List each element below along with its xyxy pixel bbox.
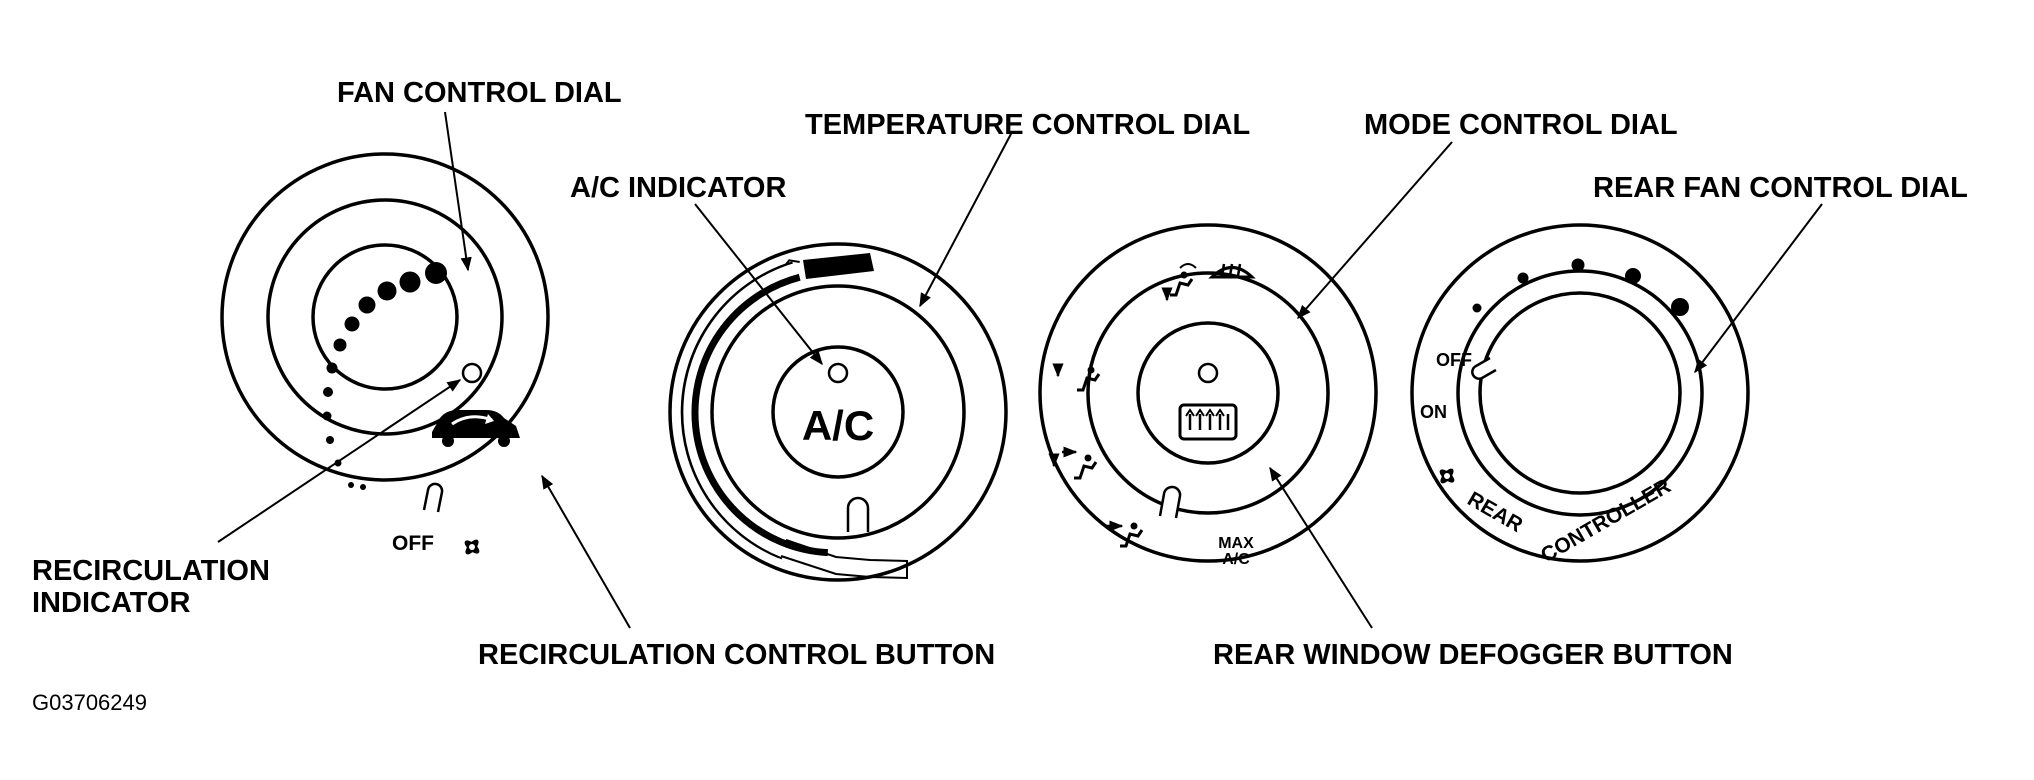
- rear-on-label: ON: [1420, 402, 1447, 422]
- rear-fan-control-dial-label: REAR FAN CONTROL DIAL: [1593, 172, 1968, 204]
- car-recirculation-icon[interactable]: [432, 410, 520, 447]
- temperature-scale: [680, 253, 908, 580]
- max-ac-label-line2: A/C: [1222, 551, 1250, 568]
- rear-fan-speed-dots: [1472, 258, 1689, 316]
- rear-defogger-icon[interactable]: [1178, 403, 1238, 441]
- vent-mode-icon: [1106, 520, 1144, 548]
- max-ac-label-line1: MAX: [1218, 535, 1254, 552]
- rear-fan-knob-marker: [1471, 356, 1497, 380]
- floor-mode-icon: [1052, 363, 1101, 392]
- fan-control-dial[interactable]: OFF: [220, 152, 550, 556]
- fan-control-knob-marker: [422, 482, 444, 513]
- rear-off-label: OFF: [1436, 350, 1472, 370]
- mode-knob-marker: [1158, 485, 1182, 519]
- defrost-icon: [1208, 263, 1256, 279]
- rear-fan-control-dial[interactable]: OFF ON REAR CONTROLLER: [1410, 223, 1750, 567]
- floor-defrost-mode-icon: [1161, 263, 1197, 302]
- ac-indicator-light: [827, 362, 849, 384]
- rear-label: REAR: [1464, 487, 1527, 537]
- temperature-control-dial-label: TEMPERATURE CONTROL DIAL: [805, 109, 1250, 141]
- fan-icon: [464, 539, 480, 555]
- recirculation-indicator-light: [461, 362, 483, 384]
- bi-level-mode-icon: [1048, 446, 1098, 480]
- rear-window-defogger-button-label: REAR WINDOW DEFOGGER BUTTON: [1213, 639, 1733, 671]
- figure-id: G03706249: [32, 690, 147, 715]
- ac-indicator-label: A/C INDICATOR: [570, 172, 786, 204]
- leader-lines: [217, 111, 1823, 629]
- ac-button-label[interactable]: A/C: [802, 402, 874, 449]
- rear-fan-icon: [1439, 468, 1455, 484]
- mode-control-dial-label: MODE CONTROL DIAL: [1364, 109, 1678, 141]
- temperature-knob-marker: [846, 496, 870, 532]
- rear-defogger-indicator-light: [1197, 362, 1219, 384]
- fan-speed-dots: [322, 262, 447, 490]
- temperature-control-dial[interactable]: A/C: [668, 242, 1008, 582]
- fan-control-dial-label: FAN CONTROL DIAL: [337, 77, 622, 109]
- recirculation-indicator-label-line1: RECIRCULATION: [32, 555, 270, 587]
- recirculation-control-button-label: RECIRCULATION CONTROL BUTTON: [478, 639, 995, 671]
- fan-off-label: OFF: [392, 532, 434, 555]
- mode-control-dial[interactable]: MAX A/C: [1038, 223, 1378, 568]
- recirculation-indicator-label-line2: INDICATOR: [32, 587, 190, 619]
